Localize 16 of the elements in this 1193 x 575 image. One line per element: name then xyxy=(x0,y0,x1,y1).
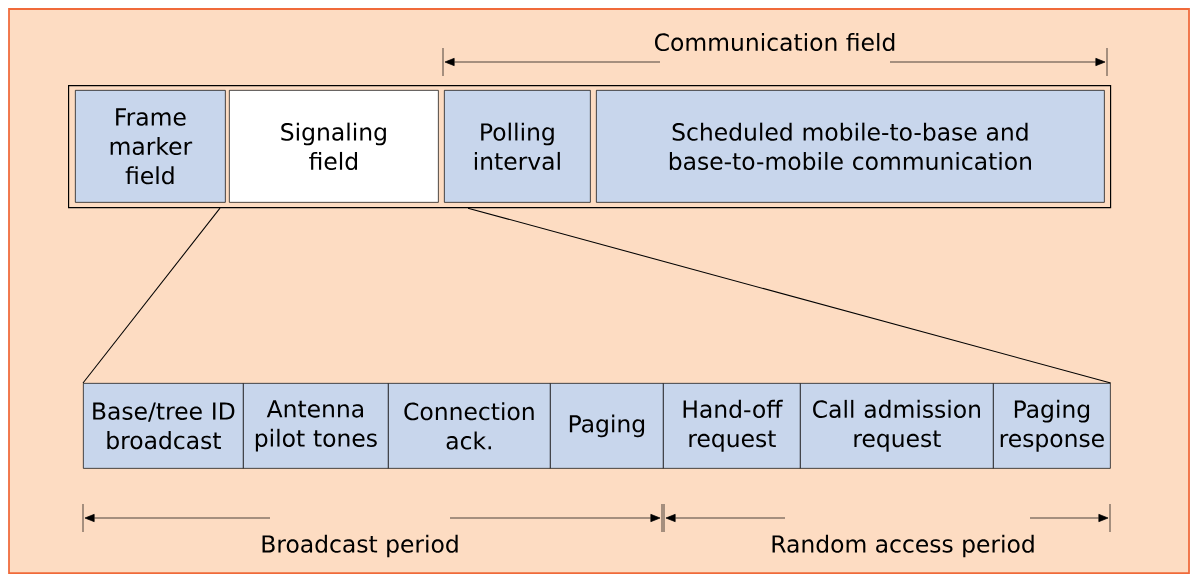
slot-box: Connection ack. xyxy=(388,383,551,469)
slot-box: Antenna pilot tones xyxy=(243,383,389,469)
slot-box: Paging xyxy=(550,383,664,469)
slot-box: Call admission request xyxy=(800,383,994,469)
field-box: Frame marker field xyxy=(75,90,226,203)
field-box: Signaling field xyxy=(229,90,439,203)
dimension-label: Random access period xyxy=(772,534,1034,558)
zoom-line xyxy=(467,207,1112,384)
slot-box: Base/tree ID broadcast xyxy=(83,383,244,469)
dimension-label: Communication field xyxy=(655,32,895,52)
dimension-label: Broadcast period xyxy=(262,534,458,558)
slot-box: Paging response xyxy=(993,383,1111,469)
slot-box: Hand-off request xyxy=(663,383,801,469)
field-box: Polling interval xyxy=(444,90,591,203)
zoom-line xyxy=(82,207,221,384)
field-box: Scheduled mobile-to-base and base-to-mobile communication xyxy=(596,90,1105,203)
